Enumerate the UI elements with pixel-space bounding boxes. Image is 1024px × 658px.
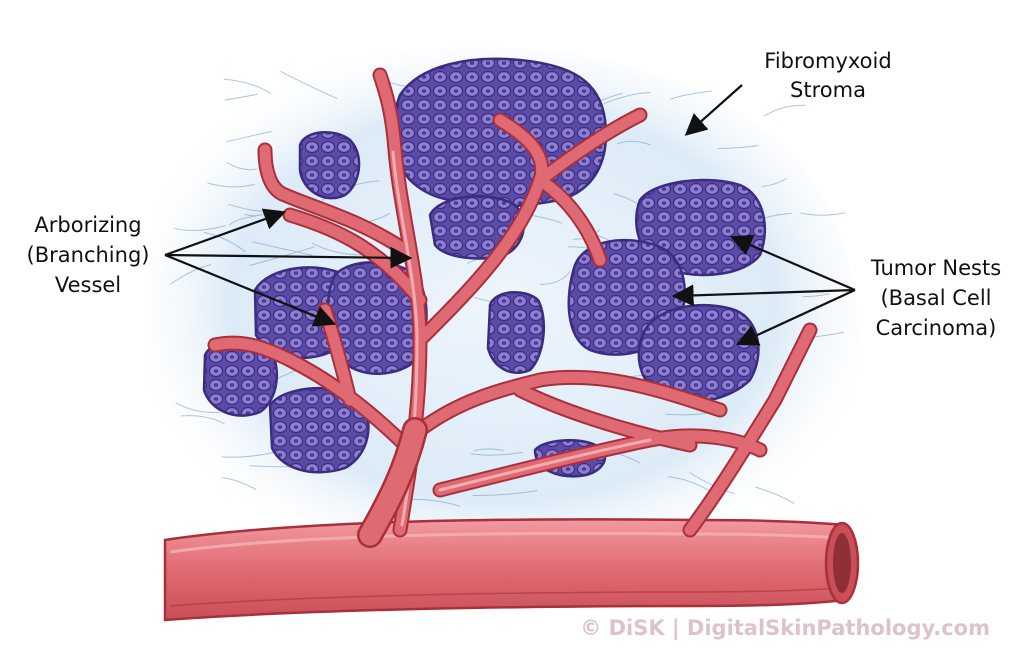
label-vessel-line3: Vessel [55, 273, 121, 297]
tumor-nest [488, 292, 544, 373]
label-vessel-line1: Arborizing [34, 213, 141, 237]
label-stroma: Fibromyxoid Stroma [764, 49, 891, 102]
label-vessel-line2: (Branching) [27, 243, 150, 267]
label-vessel: Arborizing (Branching) Vessel [27, 213, 150, 297]
label-tumor-nests: Tumor Nests (Basal Cell Carcinoma) [870, 256, 1001, 340]
label-stroma-line1: Fibromyxoid [764, 49, 891, 73]
label-stroma-line2: Stroma [790, 78, 866, 102]
tumor-nest [300, 132, 359, 198]
tumor-nest [394, 59, 606, 206]
stroma-fiber [764, 105, 806, 116]
label-nests-line2: (Basal Cell [880, 286, 991, 310]
label-nests-line3: Carcinoma) [876, 316, 997, 340]
label-nests-line1: Tumor Nests [870, 256, 1001, 280]
watermark: © DiSK | DigitalSkinPathology.com [580, 616, 990, 641]
